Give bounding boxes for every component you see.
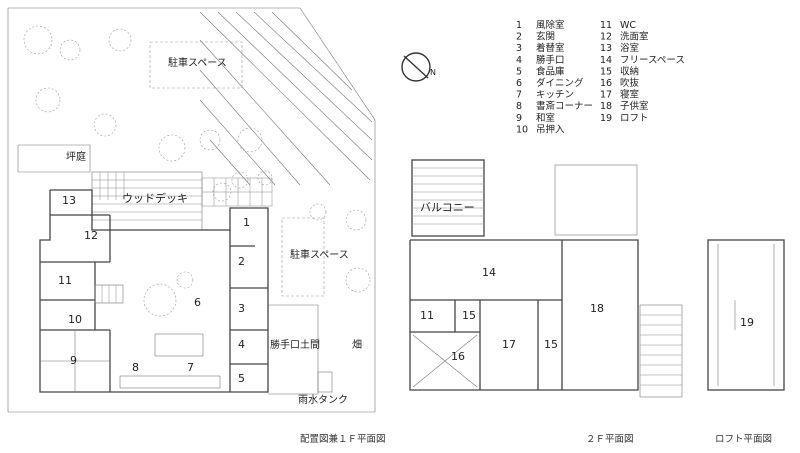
caption-loft: ロフト平面図 [715,434,772,445]
rain-tank-label: 雨水タンク [298,394,348,406]
room-1f-13: 13 [62,194,76,207]
legend-room-name: キッチン [536,90,574,101]
room-1f-5: 5 [238,372,245,385]
room-1f-4: 4 [238,338,245,351]
room-2f-18: 18 [590,302,604,315]
kitchen-door-area-label: 勝手口土間 [270,338,320,351]
room-1f-8: 8 [132,361,139,374]
legend-room-name: 食品庫 [536,65,565,77]
room-2f-15b: 15 [544,338,558,351]
floor-plan-loft [707,239,785,391]
legend-room-name: 子供室 [620,100,649,112]
legend-number: 19 [600,113,612,124]
parking-top-label: 駐車スペース [168,56,227,69]
legend-number: 13 [600,43,612,54]
legend-number: 7 [516,90,522,101]
legend-room-name: 吹抜 [620,77,640,89]
legend-room-name: 収納 [620,65,639,77]
legend-number: 17 [600,90,612,101]
caption-2f: ２Ｆ平面図 [586,434,634,445]
exterior-stair [639,304,683,398]
legend-number: 2 [516,32,522,43]
rain-tank-symbol [317,371,333,393]
site-boundary [7,7,376,413]
legend-room-name: 洗面室 [620,31,649,43]
courtyard-wall [17,144,91,173]
site-plan-1f [7,7,376,413]
legend-number: 3 [516,43,522,54]
parking-side-label: 駐車スペース [290,248,349,261]
legend-room-name: 和室 [536,112,555,124]
legend-number: 18 [600,101,612,112]
room-1f-6: 6 [194,296,201,309]
parking-area-side [281,217,325,297]
field-label: 畑 [352,338,362,351]
legend-room-name: 玄関 [536,31,555,43]
service-yard [268,304,319,395]
legend-room-name: 吊押入 [536,123,565,135]
legend-number: 15 [600,66,612,77]
house-1f-walls [39,189,269,393]
room-2f-17: 17 [502,338,516,351]
legend-room-name: 浴室 [620,42,639,54]
legend-number: 10 [516,124,528,135]
room-1f-7: 7 [187,361,194,374]
courtyard-label: 坪庭 [66,150,86,163]
legend-room-name: WC [620,20,636,31]
legend-room-name: 寝室 [620,89,639,101]
legend-number: 4 [516,55,522,66]
parking-area-top [149,41,243,89]
legend-room-name: ダイニング [536,77,584,89]
room-1f-3: 3 [238,302,245,315]
caption-1f: 配置図兼１Ｆ平面図 [300,433,386,445]
room-2f-11: 11 [420,309,434,322]
room-1f-1: 1 [243,216,250,229]
legend-room-name: 書斎コーナー [536,100,593,112]
paving [201,177,273,207]
room-1f-9: 9 [70,354,77,367]
legend-number: 8 [516,101,522,112]
room-1f-12: 12 [84,229,98,242]
legend-number: 14 [600,55,612,66]
legend-number: 12 [600,32,612,43]
labels-layer: 駐車スペース 坪庭 ウッドデッキ 駐車スペース 勝手口土間 畑 雨水タンク 1 … [58,56,772,445]
svg-text:N: N [430,68,436,77]
legend-room-name: 風除室 [536,19,565,31]
carport-hatching [199,11,373,186]
floor-plan-2f [409,159,683,398]
legend-number: 16 [600,78,612,89]
legend-room-name: ロフト [620,113,649,124]
legend-number: 6 [516,78,522,89]
legend-number: 9 [516,113,522,124]
room-2f-16: 16 [451,350,465,363]
legend-room-name: 勝手口 [536,54,565,66]
room-2f-15a: 15 [462,309,476,322]
room-legend: 1 風除室 2 玄関 3 着替室 4 勝手口 5 食品庫 6 ダイニング 7 キッチン 8 書斎コーナー 9 和室… [516,19,685,135]
legend-room-name: 着替室 [536,42,565,54]
balcony-label: バルコニー [420,201,475,214]
legend-number: 5 [516,66,522,77]
legend-room-name: フリースペース [620,55,685,66]
wood-deck-label: ウッドデッキ [122,191,188,205]
room-2f-14: 14 [482,266,496,279]
room-1f-11: 11 [58,274,72,287]
room-1f-10: 10 [68,313,82,326]
room-loft-19: 19 [740,316,754,329]
room-1f-2: 2 [238,255,245,268]
legend-number: 11 [600,20,612,31]
north-arrow-icon: N [401,52,436,82]
trees [23,25,371,317]
legend-number: 1 [516,20,522,31]
